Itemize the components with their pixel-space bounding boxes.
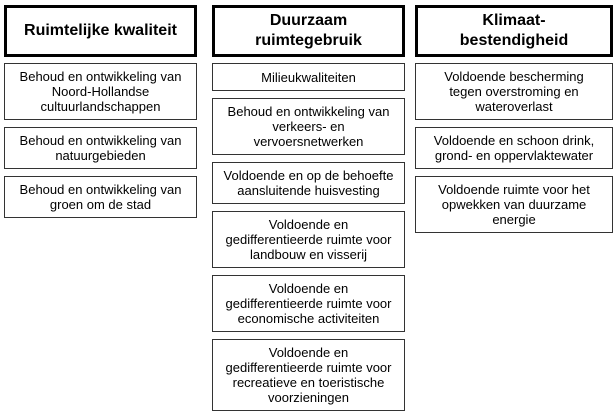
box-verkeers-en-vervoersnetwerken: Behoud en ontwikkeling van verkeers- en … [212,98,405,155]
column-klimaatbestendigheid: Klimaat- bestendigheid Voldoende bescher… [415,5,613,240]
box-huisvesting: Voldoende en op de behoefte aansluitende… [212,162,405,204]
box-overstroming-wateroverlast: Voldoende bescherming tegen overstroming… [415,63,613,120]
column-ruimtelijke-kwaliteit: Ruimtelijke kwaliteit Behoud en ontwikke… [4,5,197,225]
box-cultuurlandschappen: Behoud en ontwikkeling van Noord-Holland… [4,63,197,120]
box-drink-grond-oppervlaktewater: Voldoende en schoon drink, grond- en opp… [415,127,613,169]
column-header-ruimtelijke-kwaliteit: Ruimtelijke kwaliteit [4,5,197,57]
column-header-klimaatbestendigheid: Klimaat- bestendigheid [415,5,613,57]
box-natuurgebieden: Behoud en ontwikkeling van natuurgebiede… [4,127,197,169]
box-milieukwaliteiten: Milieukwaliteiten [212,63,405,91]
box-economische-activiteiten: Voldoende en gedifferentieerde ruimte vo… [212,275,405,332]
column-duurzaam-ruimtegebruik: Duurzaam ruimtegebruik Milieukwaliteiten… [212,5,405,417]
box-groen-om-de-stad: Behoud en ontwikkeling van groen om de s… [4,176,197,218]
box-recreatieve-toeristische-voorzieningen: Voldoende en gedifferentieerde ruimte vo… [212,339,405,411]
column-header-duurzaam-ruimtegebruik: Duurzaam ruimtegebruik [212,5,405,57]
box-duurzame-energie: Voldoende ruimte voor het opwekken van d… [415,176,613,233]
box-landbouw-en-visserij: Voldoende en gedifferentieerde ruimte vo… [212,211,405,268]
